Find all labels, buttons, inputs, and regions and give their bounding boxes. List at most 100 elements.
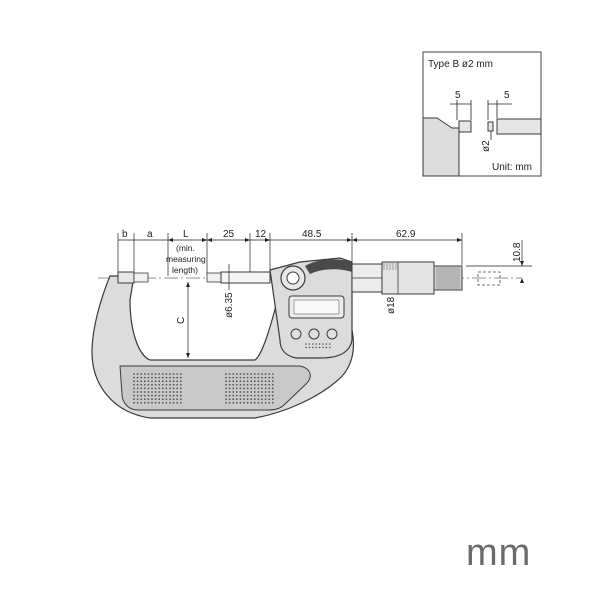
dim-48-5: 48.5 [302,229,322,240]
grip-dot [257,380,260,383]
grip-dot [243,383,245,386]
grip-dot [165,401,168,404]
grip-dot [322,346,324,349]
grip-dot [235,394,238,397]
grip-dot [250,373,253,375]
grip-dot [271,394,274,397]
grip-dot [154,394,157,397]
anvil-face [133,272,149,283]
grip-dot [228,376,231,379]
inset-spindle-tip [487,121,494,132]
grip-dot [232,391,235,393]
spindle-tip [206,272,222,283]
grip-dot [140,391,143,393]
grip-dot [176,387,179,390]
grip-dot [133,401,135,404]
grip-dot [253,373,256,375]
grip-dot [235,398,238,401]
grip-dot [147,387,150,390]
grip-dot [169,394,171,397]
c-dimension: C [176,282,190,358]
grip-dot [228,391,231,393]
thimble-graduations [383,263,397,270]
grip-dot [250,394,253,397]
grip-dot [257,383,260,386]
grip-dot [161,398,164,401]
grip-dots-right [225,373,274,404]
button-hold[interactable] [326,328,338,340]
grip-dot [176,394,179,397]
dia-635-dimension: ø6.35 [224,264,235,318]
grip-dot [151,373,153,375]
grip-dot [228,394,231,397]
grip-dot [271,387,274,390]
grip-dot [315,346,318,349]
grip-dot [232,401,235,404]
grip-dot [161,383,164,386]
grip-dot [268,383,271,386]
ratchet[interactable] [433,265,463,291]
grip-dot [228,398,231,401]
button-origin[interactable] [290,328,302,340]
grip-dot [271,391,274,393]
grip-dot [176,380,179,383]
dia-18-dimension: ø18 [386,262,399,314]
grip-dot [243,387,245,390]
grip-dot [268,387,271,390]
grip-dot [136,380,139,383]
grip-dot [147,398,150,401]
grip-dot [161,391,164,393]
micrometer-head [269,257,463,359]
grip-dot [312,346,314,349]
grip-dot [305,346,307,349]
grip-dot [243,373,245,375]
grip-dot [169,373,171,375]
dim-dia-635: ø6.35 [224,292,235,318]
button-zero[interactable] [308,328,320,340]
grip-dot [268,394,271,397]
grip-dot [264,373,267,375]
grip-dot [179,391,182,393]
grip-dots-left [133,373,182,404]
grip-dot [312,343,314,345]
grip-dot [253,387,256,390]
grip-dot [246,387,249,390]
grip-dot [261,383,263,386]
grip-dot [268,373,271,375]
grip-dot [257,401,260,404]
grip-dot [158,401,161,404]
grip-dot [235,380,238,383]
grip-dot [232,380,235,383]
grip-dot [318,343,321,345]
grip-dot [250,383,253,386]
inset-spindle [496,118,542,135]
grip-dot [151,401,153,404]
grip-dot [143,391,146,393]
grip-dot [261,391,263,393]
thimble[interactable] [381,261,435,295]
grip-dot [253,398,256,401]
grip-dot [250,401,253,404]
grip-dot [268,376,271,379]
grip-dot [253,401,256,404]
grip-dot [147,383,150,386]
grip-dot [257,373,260,375]
grip-dot [243,394,245,397]
grip-dot [246,380,249,383]
grip-dot [239,376,242,379]
grip-dot [158,380,161,383]
grip-dot [158,376,161,379]
grip-dot [179,373,182,375]
grip-dot [179,380,182,383]
dim-62-9: 62.9 [396,229,416,240]
grip-dot [257,376,260,379]
grip-dot [172,398,175,401]
grip-dot [179,394,182,397]
grip-dot [172,380,175,383]
grip-dot [232,376,235,379]
grip-dot [239,380,242,383]
dim-a: a [147,229,153,240]
unit-label: mm [466,532,531,574]
grip-dot [140,383,143,386]
grip-dot [239,391,242,393]
